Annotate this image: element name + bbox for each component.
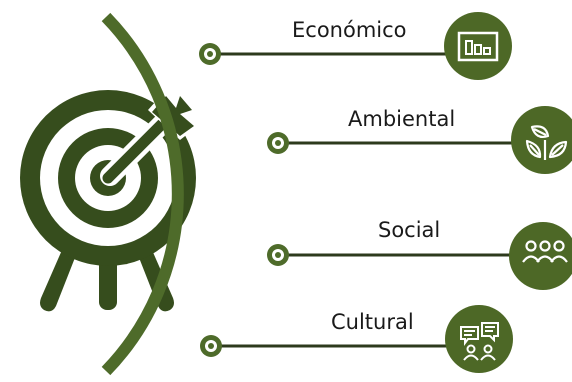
connector-lines [210, 52, 515, 348]
node-cultural [200, 335, 222, 357]
bar-chart-icon [444, 12, 512, 80]
leaves-icon [511, 106, 572, 174]
conversation-icon [445, 305, 513, 373]
label-social: Social [378, 218, 440, 242]
people-group-icon [509, 222, 572, 290]
target-arrow-icon [20, 90, 198, 312]
label-ambiental: Ambiental [348, 107, 455, 131]
node-ambiental [267, 132, 289, 154]
main-arc [101, 12, 184, 376]
label-economico: Económico [292, 18, 407, 42]
node-economico [199, 43, 221, 65]
node-social [267, 244, 289, 266]
arc-nodes [199, 43, 289, 357]
label-cultural: Cultural [331, 310, 414, 334]
